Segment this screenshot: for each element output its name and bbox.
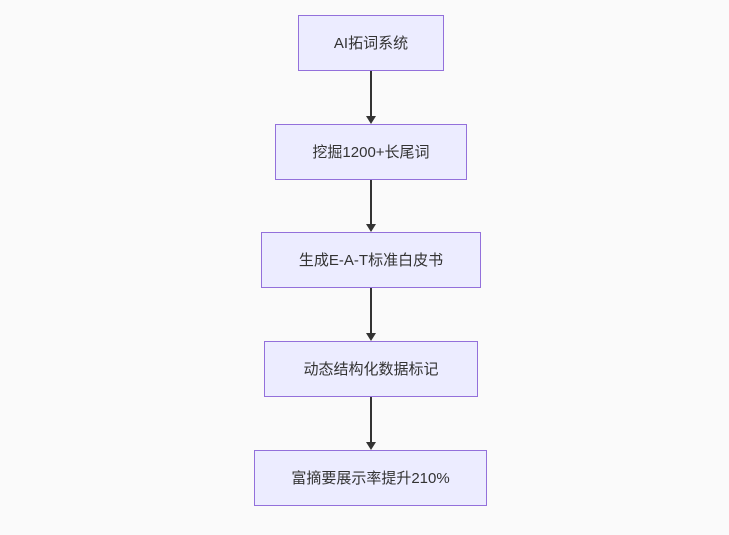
flow-node-eat-whitepaper: 生成E-A-T标准白皮书: [261, 232, 481, 288]
flow-node-structured-data-markup: 动态结构化数据标记: [264, 341, 478, 397]
flow-node-label: 富摘要展示率提升210%: [291, 469, 450, 487]
flow-node-label: AI拓词系统: [333, 34, 409, 52]
flow-node-longtail-keywords: 挖掘1200+长尾词: [275, 124, 467, 180]
flow-node-ai-keyword-system: AI拓词系统: [298, 15, 444, 71]
flow-node-label: 生成E-A-T标准白皮书: [298, 251, 444, 269]
arrow-down-icon: [366, 180, 376, 232]
flow-node-rich-snippet-result: 富摘要展示率提升210%: [254, 450, 487, 506]
flow-node-label: 动态结构化数据标记: [303, 360, 439, 378]
arrow-down-icon: [366, 288, 376, 341]
arrow-down-icon: [366, 397, 376, 450]
arrow-down-icon: [366, 71, 376, 124]
flow-node-label: 挖掘1200+长尾词: [312, 143, 430, 161]
